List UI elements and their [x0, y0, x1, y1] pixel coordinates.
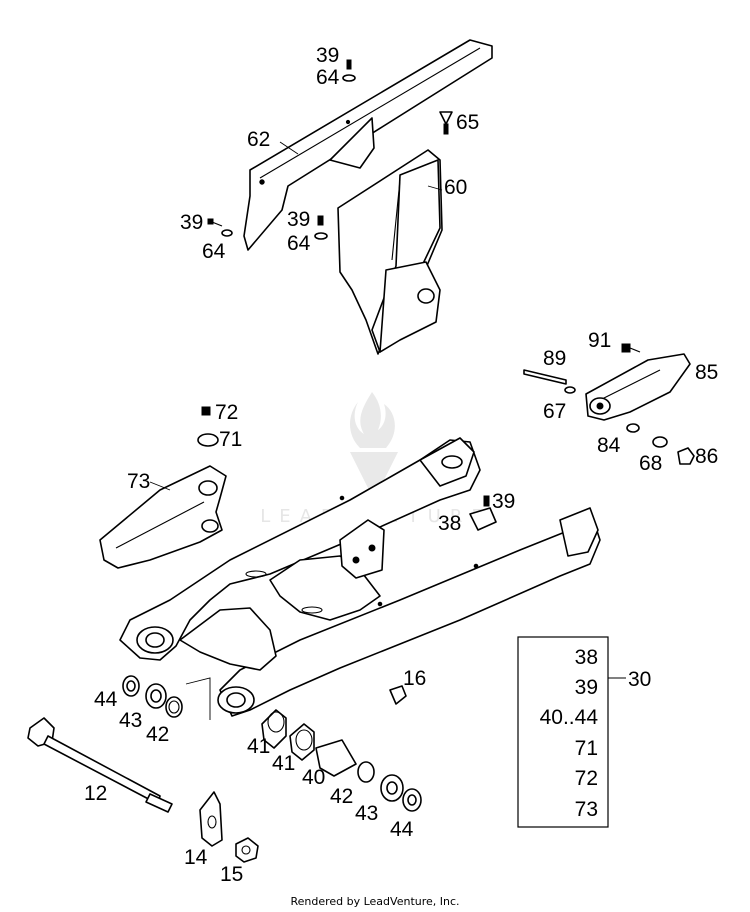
footer-credit: Rendered by LeadVenture, Inc.	[290, 895, 459, 908]
callout-44: 44	[94, 688, 118, 711]
callout-44: 44	[390, 818, 414, 841]
callout-67: 67	[543, 400, 566, 423]
kit-item: 38	[575, 646, 598, 669]
kit-number: 30	[628, 668, 651, 691]
callout-85: 85	[695, 361, 718, 384]
callout-15: 15	[220, 863, 243, 886]
callout-41: 41	[247, 735, 270, 758]
part-12-pivot-shaft	[27, 717, 173, 813]
hardware-small	[197, 59, 695, 705]
callout-64: 64	[287, 232, 311, 255]
part-14-adjuster-plate	[199, 791, 223, 847]
callout-43: 43	[355, 802, 378, 825]
kit-item: 39	[575, 676, 598, 699]
callout-68: 68	[639, 452, 662, 475]
bearings-left	[122, 675, 183, 718]
callout-39: 39	[180, 211, 203, 234]
kit-item: 40..44	[540, 706, 599, 729]
part-60-chain-guard	[337, 149, 443, 355]
kit-item: 71	[575, 737, 598, 760]
callout-14: 14	[184, 846, 208, 869]
callout-73: 73	[127, 470, 150, 493]
callout-65: 65	[456, 111, 479, 134]
kit-legend: 30 38 39 40..44 71 72 73	[517, 636, 651, 828]
callout-39: 39	[492, 490, 515, 513]
bearings-right	[261, 709, 422, 812]
callout-86: 86	[695, 445, 718, 468]
callout-84: 84	[597, 434, 621, 457]
callout-41: 41	[272, 752, 295, 775]
callout-64: 64	[202, 240, 226, 263]
kit-legend-box	[517, 636, 609, 828]
callout-64: 64	[316, 66, 340, 89]
callout-39: 39	[316, 44, 339, 67]
callout-62: 62	[247, 128, 270, 151]
callout-16: 16	[403, 667, 426, 690]
part-62-chain-guide	[243, 39, 493, 251]
callout-72: 72	[215, 401, 238, 424]
part-85-chain-slider	[585, 353, 691, 421]
part-15-nut	[235, 837, 259, 863]
callout-42: 42	[330, 785, 353, 808]
callout-91: 91	[588, 329, 611, 352]
kit-item: 73	[575, 798, 598, 821]
callout-71: 71	[219, 428, 242, 451]
swingarm-main	[119, 437, 601, 717]
leader-lines	[149, 141, 443, 720]
callout-43: 43	[119, 709, 142, 732]
callout-labels: 39 64 65 62 60 39 64 39 64 91 89 85 67 8…	[84, 44, 718, 886]
callout-89: 89	[543, 347, 566, 370]
callout-38: 38	[438, 512, 461, 535]
kit-item: 72	[575, 767, 598, 790]
callout-39: 39	[287, 208, 310, 231]
callout-60: 60	[444, 176, 467, 199]
callout-40: 40	[302, 766, 325, 789]
part-73-chain-slider	[99, 465, 227, 569]
callout-12: 12	[84, 782, 107, 805]
callout-42: 42	[146, 723, 169, 746]
